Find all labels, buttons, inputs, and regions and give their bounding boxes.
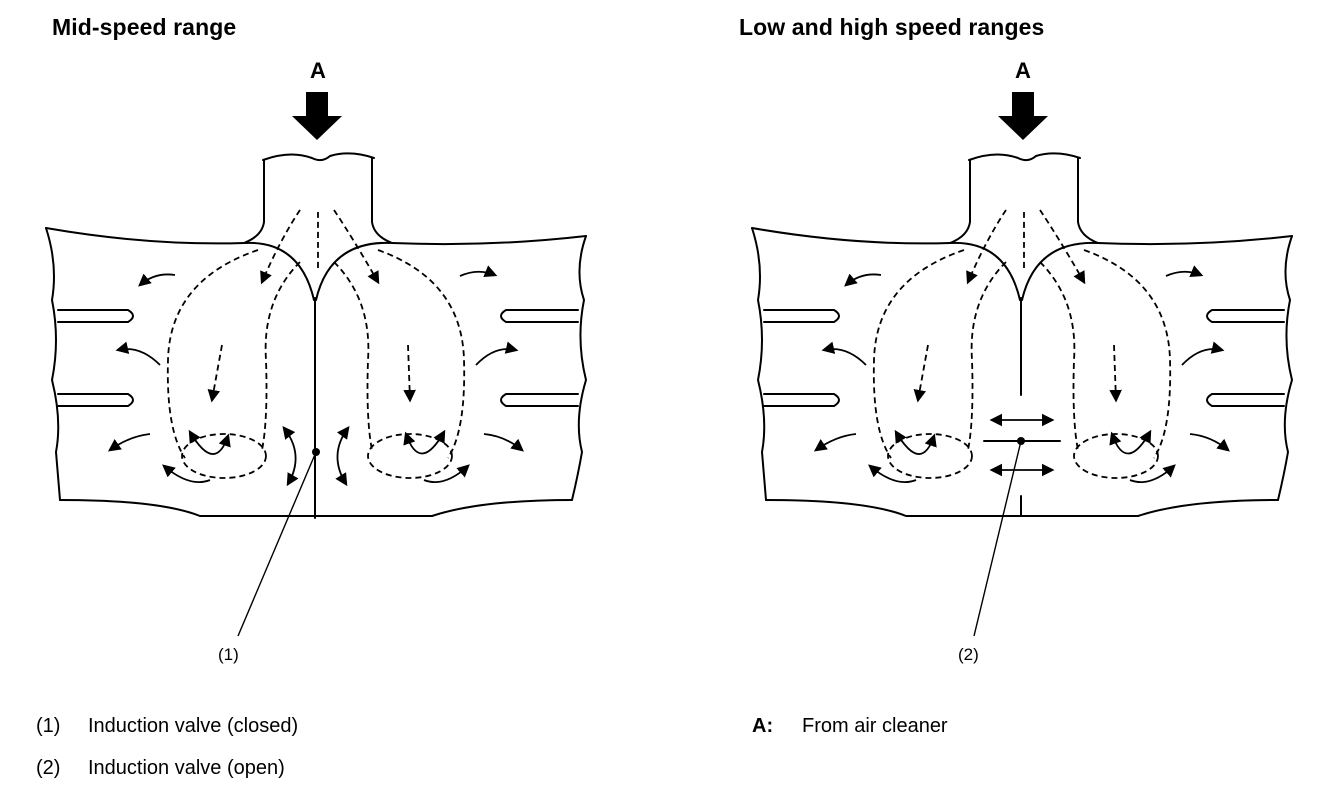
panel-title-mid-speed: Mid-speed range bbox=[52, 14, 237, 40]
legend-item-air-cleaner: A: From air cleaner bbox=[752, 715, 948, 738]
low-high-speed-diagram bbox=[751, 92, 1293, 637]
legend-item-valve-open: (2) Induction valve (open) bbox=[36, 757, 285, 780]
legend-key: (1) bbox=[36, 715, 61, 737]
legend-text: Induction valve (open) bbox=[88, 757, 285, 779]
legend-key: A: bbox=[752, 715, 774, 737]
legend-text: Induction valve (closed) bbox=[88, 715, 299, 737]
intake-arrow-label-right: A bbox=[1015, 58, 1031, 83]
intake-arrow-label-left: A bbox=[310, 58, 326, 83]
panel-title-low-high-speed: Low and high speed ranges bbox=[739, 14, 1045, 40]
callout-label-2: (2) bbox=[958, 645, 979, 664]
intake-arrow-right bbox=[998, 92, 1048, 140]
legend-key: (2) bbox=[36, 757, 61, 779]
legend-item-valve-closed: (1) Induction valve (closed) bbox=[36, 715, 298, 738]
legend-text: From air cleaner bbox=[802, 715, 948, 737]
callout-label-1: (1) bbox=[218, 645, 239, 664]
mid-speed-diagram bbox=[45, 92, 587, 637]
intake-arrow-left bbox=[292, 92, 342, 140]
